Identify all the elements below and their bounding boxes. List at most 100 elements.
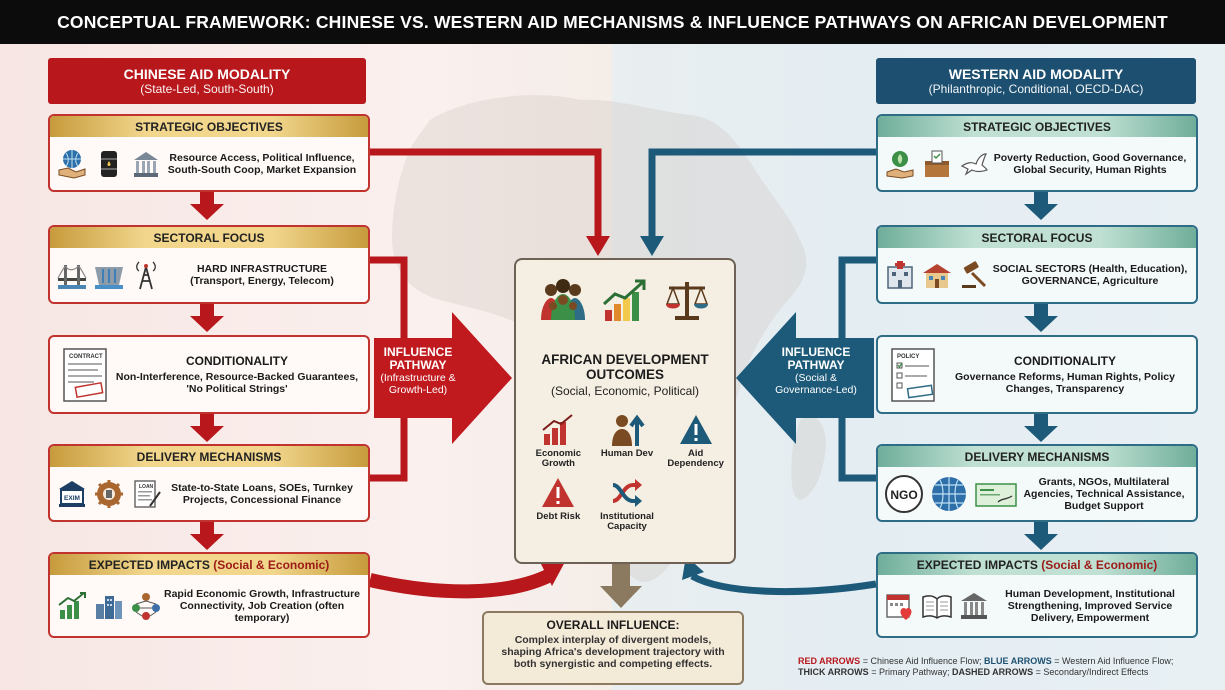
western-influence-pathway-label: INFLUENCE PATHWAY (Social & Governance-L… [774, 345, 858, 397]
chinese-impacts-header: EXPECTED IMPACTS [88, 557, 210, 572]
chinese-strategic-objectives-box: STRATEGIC OBJECTIVES Resource Access, Po… [48, 114, 370, 192]
chinese-vertical-arrows [190, 192, 224, 550]
legend-blue-desc: = Western Aid Influence Flow; [1054, 656, 1174, 666]
western-sectoral-text: SOCIAL SECTORS (Health, Education), GOVE… [992, 263, 1188, 287]
chinese-pathway-title: INFLUENCE PATHWAY [383, 345, 453, 372]
chinese-aid-modality-banner: CHINESE AID MODALITY (State-Led, South-S… [48, 58, 366, 104]
check-icon [974, 474, 1018, 514]
chinese-conditionality-text: Non-Interference, Resource-Backed Guaran… [115, 371, 359, 395]
western-conditionality-text: Governance Reforms, Human Rights, Policy… [955, 371, 1175, 395]
western-pathway-title: INFLUENCE PATHWAY [781, 345, 851, 372]
bank-icon: EXIM [56, 478, 88, 510]
western-sectoral-focus-box: SECTORAL FOCUS SOCIAL SECTORS (Health, E… [876, 225, 1198, 304]
crossing-arrows-icon [609, 475, 645, 511]
western-impacts-text: Human Development, Institutional Strengt… [1005, 587, 1175, 624]
overall-title: OVERALL INFLUENCE: [546, 618, 680, 632]
chinese-delivery-text: State-to-State Loans, SOEs, Turnkey Proj… [171, 481, 353, 506]
globe-handshake-icon [56, 148, 88, 180]
warning-red-icon [540, 475, 576, 511]
contract-caption: CONTRACT [69, 354, 103, 360]
radio-tower-icon [130, 259, 162, 291]
western-vertical-arrows [1024, 192, 1058, 550]
loan-label: LOAN [139, 484, 154, 490]
western-aid-modality-banner: WESTERN AID MODALITY (Philanthropic, Con… [876, 58, 1196, 104]
balance-scale-icon [663, 276, 711, 324]
dam-icon [93, 259, 125, 291]
chinese-strategic-text: Resource Access, Political Influence, So… [167, 151, 357, 176]
growth-bars-icon [601, 276, 649, 324]
legend-dashed-desc: = Secondary/Indirect Effects [1035, 667, 1149, 677]
legend-blue: BLUE ARROWS [984, 656, 1052, 666]
legend-thick-desc: = Primary Pathway; [871, 667, 950, 677]
center-to-overall-arrow [600, 564, 642, 608]
western-conditionality-box: POLICY CONDITIONALITY Governance Reforms… [876, 335, 1198, 414]
outcome-economic-growth: Economic Growth [524, 412, 593, 469]
western-impacts-header-suffix: (Social & Economic) [1041, 557, 1158, 572]
legend-dashed: DASHED ARROWS [951, 667, 1034, 677]
chinese-strategic-header: STRATEGIC OBJECTIVES [50, 116, 368, 137]
city-buildings-icon [93, 590, 125, 622]
chinese-sectoral-text: (Transport, Energy, Telecom) [190, 275, 334, 287]
ballot-box-icon [921, 148, 953, 180]
legend-thick: THICK ARROWS [798, 667, 869, 677]
gavel-icon [958, 259, 990, 291]
legend-red-desc: = Chinese Aid Influence Flow; [862, 656, 982, 666]
policy-caption: POLICY [897, 354, 919, 360]
western-sectoral-header: SECTORAL FOCUS [878, 227, 1196, 248]
globe-icon [929, 474, 969, 514]
outcome-label: Debt Risk [536, 511, 581, 522]
chinese-conditionality-box: CONTRACT CONDITIONALITY Non-Interference… [48, 335, 370, 414]
western-pathway-subtitle: (Social & Governance-Led) [775, 372, 857, 396]
western-delivery-mechanisms-box: DELIVERY MECHANISMS NGO Grants, NGOs, Mu… [876, 444, 1198, 522]
chinese-sectoral-strong: HARD INFRASTRUCTURE [196, 263, 328, 275]
school-icon [921, 259, 953, 291]
western-impact-arrow [690, 572, 877, 596]
person-up-icon [609, 412, 645, 448]
oil-barrel-icon [93, 148, 125, 180]
page-title: CONCEPTUAL FRAMEWORK: CHINESE VS. WESTER… [0, 0, 1225, 44]
growth-chart-icon [56, 590, 88, 622]
chinese-delivery-header: DELIVERY MECHANISMS [50, 446, 368, 467]
outcome-label: Institutional Capacity [600, 511, 654, 532]
chinese-delivery-mechanisms-box: DELIVERY MECHANISMS EXIM LOAN State-to-S… [48, 444, 370, 522]
western-delivery-header: DELIVERY MECHANISMS [878, 446, 1196, 467]
african-development-outcomes-box: AFRICAN DEVELOPMENT OUTCOMES (Social, Ec… [514, 258, 736, 564]
western-delivery-text: Grants, NGOs, Multilateral Agencies, Tec… [1023, 475, 1185, 512]
outcome-label: Human Dev [600, 448, 654, 459]
chinese-conditionality-title: CONDITIONALITY [186, 354, 288, 368]
institution-icon [958, 590, 990, 622]
book-icon [921, 590, 953, 622]
policy-document-icon: POLICY [886, 345, 942, 405]
chinese-modality-title: CHINESE AID MODALITY [123, 66, 291, 82]
outcome-aid-dependency: Aid Dependency [661, 412, 730, 469]
bank-label: EXIM [64, 495, 80, 502]
outcome-debt-risk: Debt Risk [524, 475, 593, 532]
hand-plant-icon [884, 148, 916, 180]
chinese-expected-impacts-box: EXPECTED IMPACTS (Social & Economic) Rap… [48, 552, 370, 638]
outcome-institutional-capacity: Institutional Capacity [593, 475, 662, 532]
warning-blue-icon [678, 412, 714, 448]
bridge-icon [56, 259, 88, 291]
western-modality-subtitle: (Philanthropic, Conditional, OECD-DAC) [928, 82, 1144, 96]
contract-document-icon: CONTRACT [58, 345, 114, 405]
dove-icon [958, 148, 990, 180]
chinese-sectoral-focus-box: SECTORAL FOCUS HARD INFRASTRUCTURE (Tran… [48, 225, 370, 304]
hospital-icon [884, 259, 916, 291]
western-strategic-text: Poverty Reduction, Good Governance, Glob… [993, 151, 1187, 176]
chinese-strategic-arrow [370, 148, 602, 240]
western-modality-title: WESTERN AID MODALITY [948, 66, 1124, 82]
outcome-label: Aid Dependency [667, 448, 724, 469]
chinese-impacts-header-suffix: (Social & Economic) [213, 557, 330, 572]
western-strategic-objectives-box: STRATEGIC OBJECTIVES Poverty Reduction, … [876, 114, 1198, 192]
overall-text: Complex interplay of divergent models, s… [501, 634, 725, 670]
legend-red: RED ARROWS [798, 656, 861, 666]
bar-growth-icon [540, 412, 576, 448]
people-network-icon [130, 590, 162, 622]
chinese-influence-pathway-label: INFLUENCE PATHWAY (Infrastructure & Grow… [378, 345, 458, 397]
western-pathway-arrow [736, 312, 874, 444]
western-strategic-arrow [648, 148, 876, 240]
outcomes-grid: Economic Growth Human Dev Aid Dependency… [524, 412, 730, 532]
chinese-pathway-arrow [374, 312, 512, 444]
ngo-label: NGO [890, 488, 917, 502]
